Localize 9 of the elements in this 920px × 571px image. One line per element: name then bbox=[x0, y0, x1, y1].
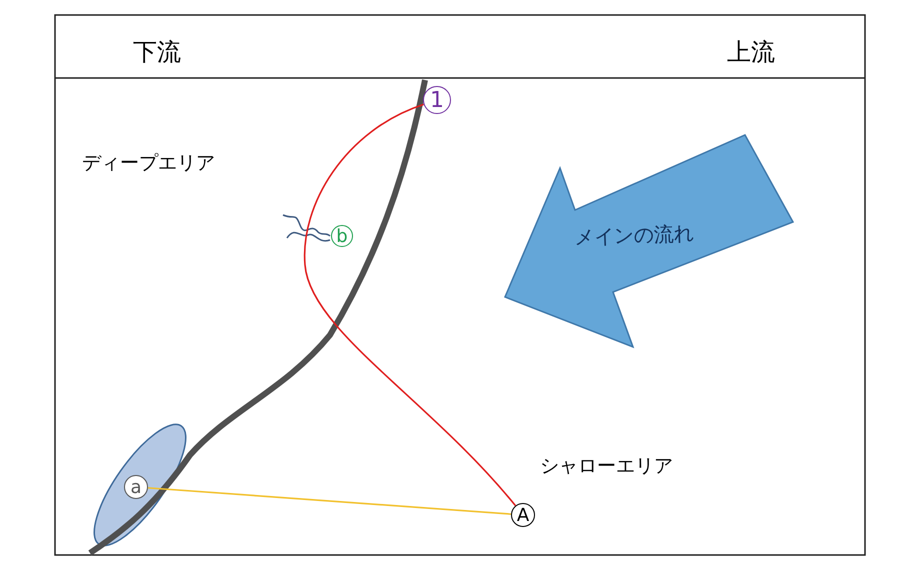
area-label: ディープエリア bbox=[82, 151, 215, 176]
circled-letter: b bbox=[331, 225, 353, 247]
area-label: シャローエリア bbox=[540, 454, 673, 479]
circled-number: 1 bbox=[423, 86, 451, 114]
route-line bbox=[304, 104, 516, 506]
circled-letter: A bbox=[511, 503, 535, 527]
header-label: 上流 bbox=[727, 37, 775, 68]
header-label: 下流 bbox=[133, 37, 181, 68]
route-line bbox=[148, 487, 512, 515]
